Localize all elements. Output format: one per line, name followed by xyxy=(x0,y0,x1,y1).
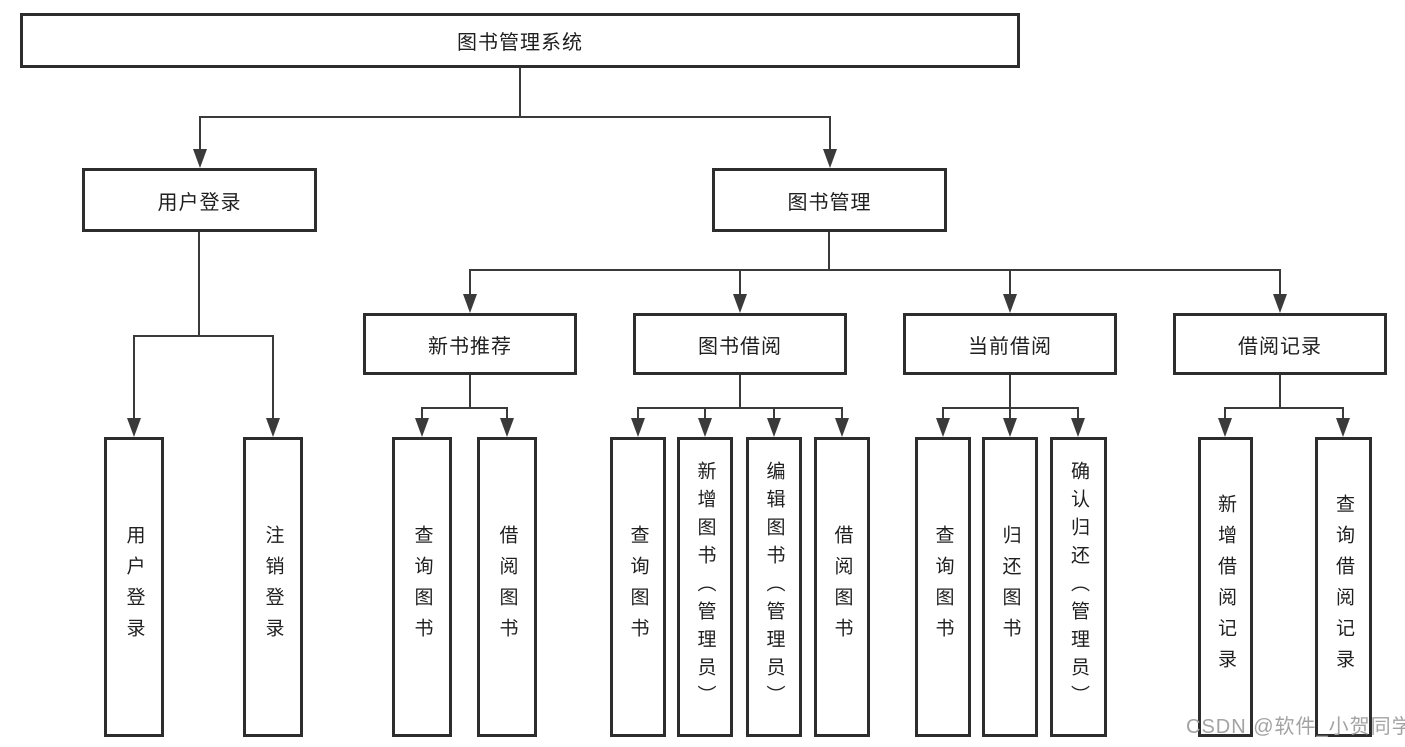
leaf-query-books-borrow-label: 查询图书 xyxy=(627,525,649,649)
arrow-down-icon xyxy=(1003,270,1017,313)
leaf-query-borrow-record: 查询借阅记录 xyxy=(1315,437,1372,737)
leaf-query-books-current: 查询图书 xyxy=(915,437,971,737)
arrow-down-icon xyxy=(1003,408,1017,437)
arrow-down-icon xyxy=(1218,408,1232,437)
node-current-borrow-label: 当前借阅 xyxy=(968,335,1052,358)
node-borrow-records: 借阅记录 xyxy=(1173,313,1387,375)
arrow-down-icon xyxy=(631,408,645,437)
arrow-down-icon xyxy=(127,336,141,437)
leaf-borrow-books: 借阅图书 xyxy=(814,437,870,737)
connector-line xyxy=(1279,375,1281,409)
node-borrow-records-label: 借阅记录 xyxy=(1238,335,1322,358)
connector-line xyxy=(828,232,830,271)
leaf-add-borrow-record: 新增借阅记录 xyxy=(1198,437,1253,737)
arrow-down-icon xyxy=(500,408,514,437)
arrow-down-icon xyxy=(823,117,837,168)
leaf-return-book: 归还图书 xyxy=(982,437,1038,737)
leaf-query-books-recommend: 查询图书 xyxy=(392,437,452,737)
connector-line xyxy=(1009,375,1011,409)
leaf-edit-book-admin-label: 编辑图书（管理员） xyxy=(763,461,785,713)
connector-line xyxy=(421,407,508,409)
node-root-label: 图书管理系统 xyxy=(457,32,583,54)
leaf-add-book-admin: 新增图书（管理员） xyxy=(677,437,733,737)
leaf-query-books-recommend-label: 查询图书 xyxy=(411,525,433,649)
arrow-down-icon xyxy=(463,270,477,313)
connector-line xyxy=(469,375,471,409)
node-book-borrow: 图书借阅 xyxy=(633,313,847,375)
leaf-query-borrow-record-label: 查询借阅记录 xyxy=(1333,494,1354,680)
connector-line xyxy=(469,269,1281,271)
arrow-down-icon xyxy=(193,117,207,168)
leaf-logout: 注销登录 xyxy=(243,437,303,737)
node-new-book-recommend-label: 新书推荐 xyxy=(428,335,512,358)
leaf-edit-book-admin: 编辑图书（管理员） xyxy=(746,437,802,737)
leaf-borrow-books-label: 借阅图书 xyxy=(831,525,853,649)
node-user-login-label: 用户登录 xyxy=(157,191,242,214)
connector-line xyxy=(519,68,521,118)
arrow-down-icon xyxy=(835,408,849,437)
arrow-down-icon xyxy=(1071,408,1085,437)
arrow-down-icon xyxy=(733,270,747,313)
csdn-watermark: CSDN @软件_小贺同学 xyxy=(1186,716,1405,738)
leaf-borrow-books-recommend-label: 借阅图书 xyxy=(496,525,518,649)
leaf-query-books-current-label: 查询图书 xyxy=(932,525,954,649)
arrow-down-icon xyxy=(698,408,712,437)
leaf-user-login-label: 用户登录 xyxy=(123,525,145,649)
arrow-down-icon xyxy=(767,408,781,437)
connector-line xyxy=(198,232,200,337)
leaf-add-book-admin-label: 新增图书（管理员） xyxy=(694,461,716,713)
node-user-login: 用户登录 xyxy=(82,168,317,232)
arrow-down-icon xyxy=(415,408,429,437)
arrow-down-icon xyxy=(1273,270,1287,313)
leaf-add-borrow-record-label: 新增借阅记录 xyxy=(1215,494,1236,680)
leaf-logout-label: 注销登录 xyxy=(262,525,284,649)
leaf-user-login: 用户登录 xyxy=(104,437,164,737)
leaf-borrow-books-recommend: 借阅图书 xyxy=(477,437,537,737)
connector-line xyxy=(1224,407,1344,409)
arrow-down-icon xyxy=(1336,408,1350,437)
connector-line xyxy=(739,375,741,409)
node-book-borrow-label: 图书借阅 xyxy=(698,335,782,358)
node-book-management-label: 图书管理 xyxy=(787,191,872,214)
node-current-borrow: 当前借阅 xyxy=(903,313,1117,375)
leaf-confirm-return-admin-label: 确认归还（管理员） xyxy=(1068,461,1089,713)
connector-line xyxy=(133,335,274,337)
arrow-down-icon xyxy=(266,336,280,437)
leaf-query-books-borrow: 查询图书 xyxy=(610,437,666,737)
connector-line xyxy=(199,116,831,118)
node-book-management: 图书管理 xyxy=(712,168,947,232)
node-new-book-recommend: 新书推荐 xyxy=(363,313,577,375)
connector-line xyxy=(637,407,843,409)
node-root: 图书管理系统 xyxy=(20,13,1020,68)
leaf-confirm-return-admin: 确认归还（管理员） xyxy=(1050,437,1107,737)
arrow-down-icon xyxy=(936,408,950,437)
leaf-return-book-label: 归还图书 xyxy=(999,525,1021,649)
